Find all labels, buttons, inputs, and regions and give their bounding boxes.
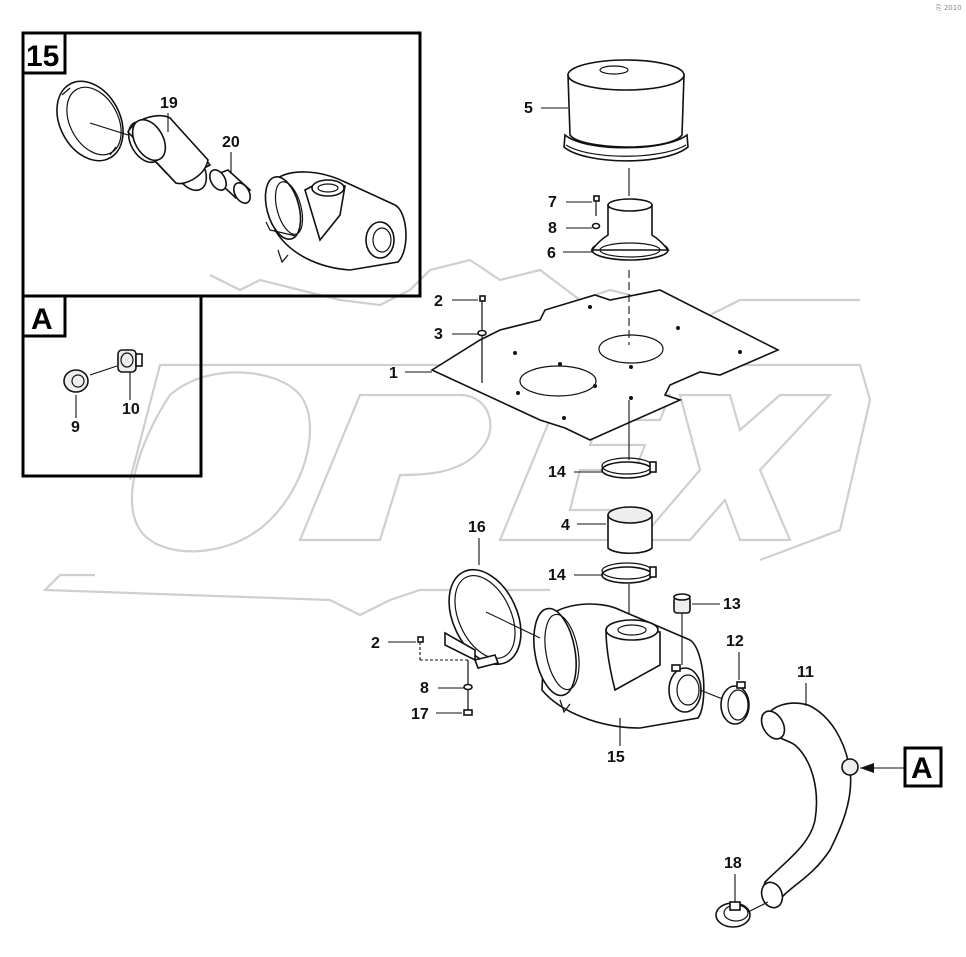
part-9-indicator-cap bbox=[63, 369, 89, 393]
callout-3: 3 bbox=[434, 326, 443, 343]
reference-tag-a: A bbox=[860, 746, 943, 788]
callout-8-lower: 8 bbox=[420, 680, 429, 697]
detail-air-cleaner-housing bbox=[264, 171, 407, 271]
part-10-indicator bbox=[117, 349, 143, 373]
callout-5: 5 bbox=[524, 100, 533, 117]
callout-14-upper: 14 bbox=[548, 464, 566, 481]
part-3-washer bbox=[477, 329, 487, 337]
detail-box-a-label: A bbox=[31, 303, 53, 336]
part-5-precleaner-cap bbox=[563, 59, 689, 162]
part-17-nut bbox=[463, 709, 473, 716]
detail-box-15: 15 bbox=[21, 31, 422, 298]
part-6-inlet-adapter bbox=[590, 198, 670, 261]
callout-12: 12 bbox=[726, 633, 744, 650]
callout-15: 15 bbox=[607, 749, 625, 766]
callout-19: 19 bbox=[160, 95, 178, 112]
callout-1: 1 bbox=[389, 365, 398, 382]
callout-11: 11 bbox=[797, 664, 814, 681]
part-1-mounting-plate bbox=[430, 289, 780, 441]
callout-18: 18 bbox=[724, 855, 742, 872]
callout-14-lower: 14 bbox=[548, 567, 566, 584]
part-20-safety-filter bbox=[209, 169, 252, 204]
callout-10: 10 bbox=[122, 401, 140, 418]
callout-2-top: 2 bbox=[434, 293, 443, 310]
part-18-hose-clamp bbox=[715, 901, 751, 928]
part-2-bolt-lower bbox=[417, 636, 468, 661]
callout-20: 20 bbox=[222, 134, 240, 151]
callout-16: 16 bbox=[468, 519, 486, 536]
callout-13: 13 bbox=[723, 596, 741, 613]
detail-cover-cap bbox=[56, 80, 124, 162]
part-14-clamp-lower bbox=[601, 562, 657, 584]
callout-4: 4 bbox=[561, 517, 570, 534]
part-16-mounting-band bbox=[444, 568, 522, 669]
part-2-bolt-top bbox=[479, 295, 486, 383]
part-8-washer-top bbox=[591, 222, 601, 230]
callout-6: 6 bbox=[547, 245, 556, 262]
detail-box-a: A 9 10 bbox=[21, 294, 203, 478]
part-11-elbow-hose bbox=[760, 702, 859, 909]
callout-2-lower: 2 bbox=[371, 635, 380, 652]
corner-note: ⎘ 2010 bbox=[936, 4, 962, 12]
part-8-washer-lower bbox=[463, 683, 473, 691]
callout-7: 7 bbox=[548, 194, 557, 211]
callout-8-top: 8 bbox=[548, 220, 557, 237]
reference-tag-a-label: A bbox=[911, 752, 933, 785]
part-19-main-filter bbox=[127, 114, 212, 192]
callout-9: 9 bbox=[71, 419, 80, 436]
callout-17: 17 bbox=[411, 706, 429, 723]
part-7-bolt bbox=[593, 195, 600, 216]
watermark bbox=[42, 258, 872, 617]
part-14-clamp-upper bbox=[601, 457, 657, 479]
detail-box-15-label: 15 bbox=[26, 40, 59, 73]
part-15-air-cleaner-housing bbox=[533, 603, 705, 729]
part-4-hose bbox=[607, 506, 653, 555]
part-12-hose-clamp bbox=[720, 681, 750, 725]
part-13-service-cap bbox=[673, 593, 691, 614]
